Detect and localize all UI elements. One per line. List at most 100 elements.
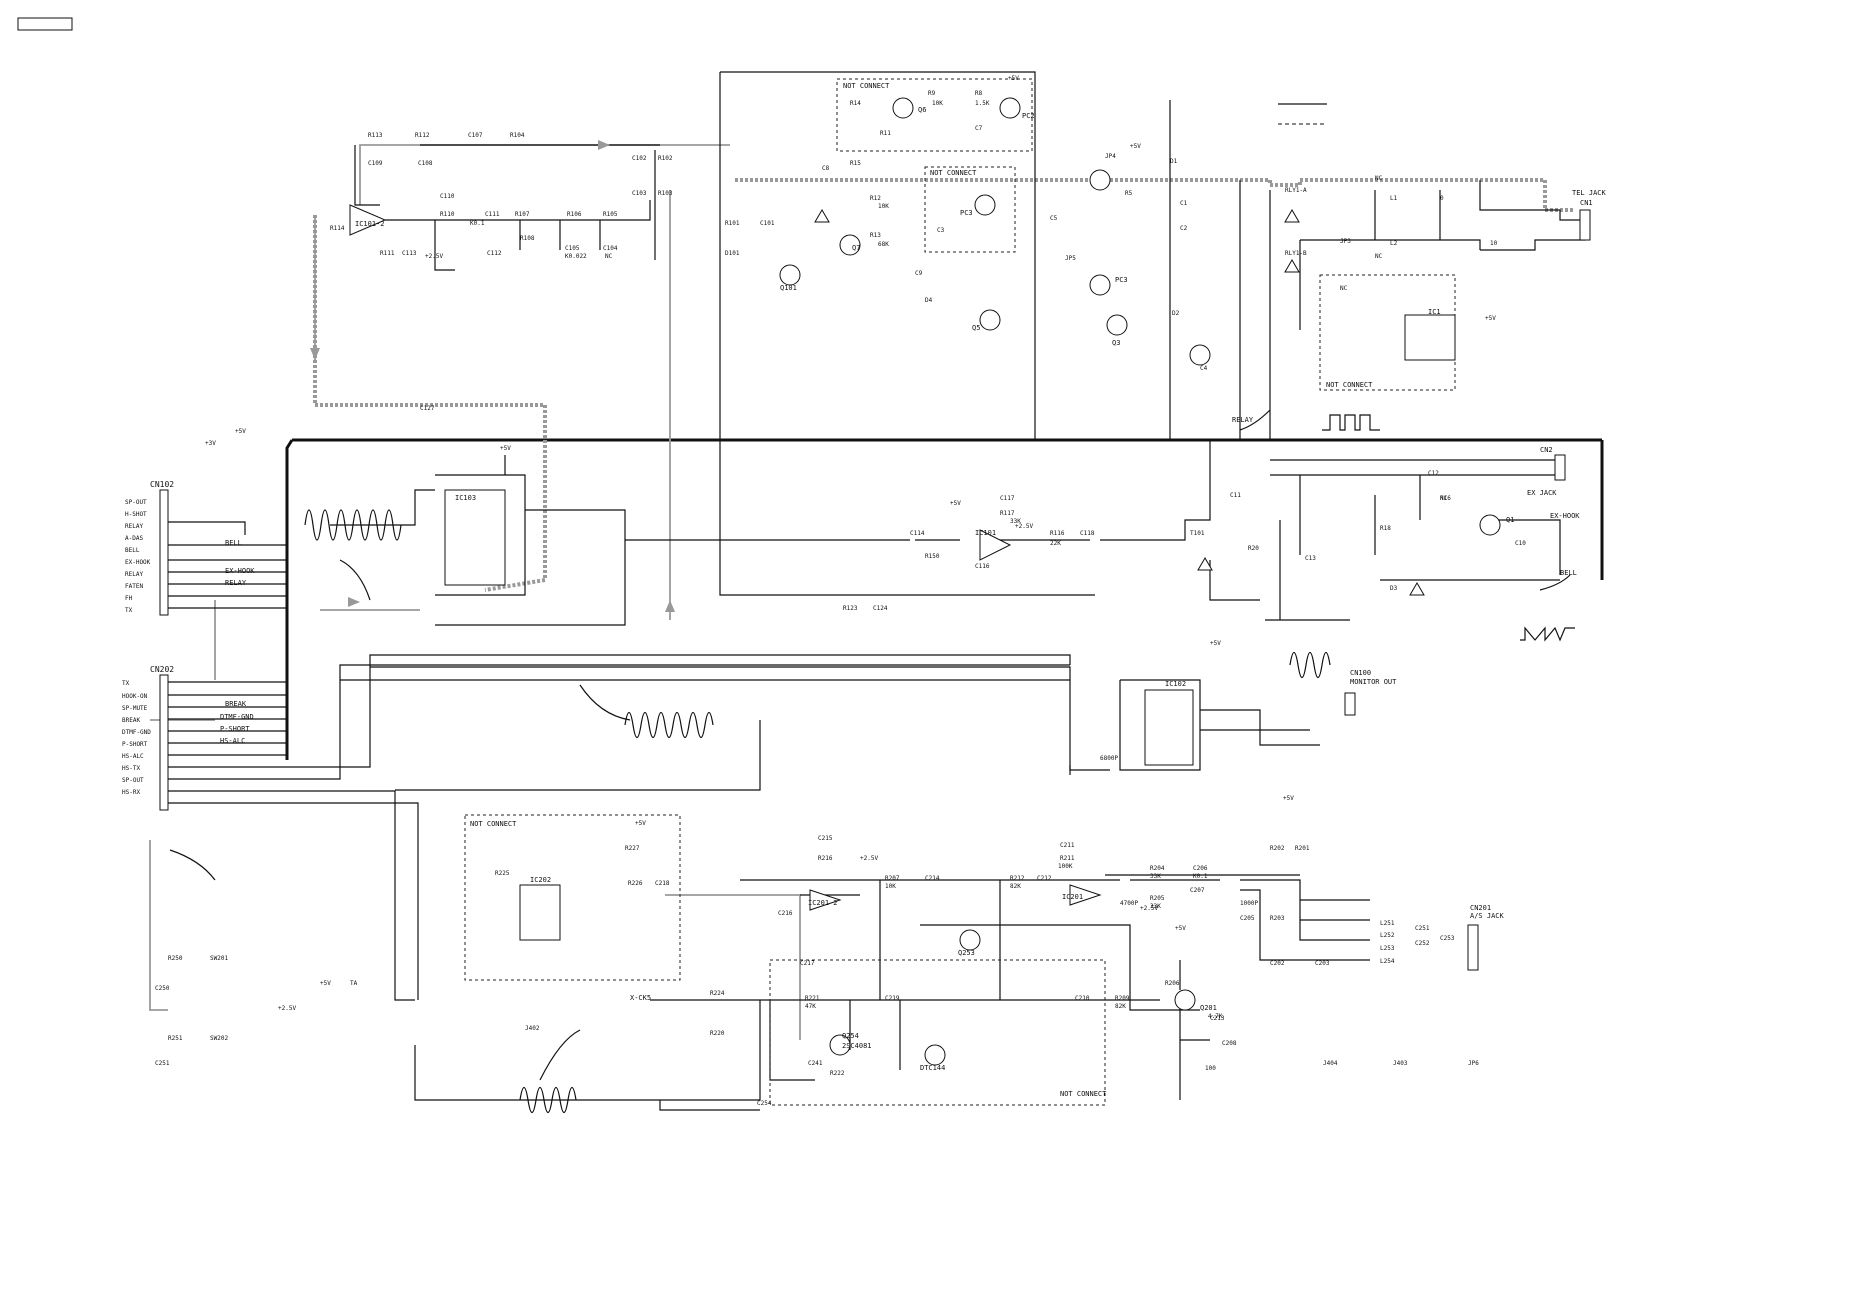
- cn202-connector: [159, 674, 169, 811]
- r250-label: R250: [168, 955, 183, 962]
- val-r209: 82K: [1115, 1003, 1126, 1010]
- r111-label: R111: [380, 250, 395, 257]
- val-jp1: 0: [1440, 195, 1444, 202]
- c124-label: C124: [873, 605, 888, 612]
- j404-label: J404: [1323, 1060, 1338, 1067]
- cn202-pin-10: HS-RX: [122, 789, 140, 796]
- cn102-pin-5: BELL: [125, 547, 140, 554]
- cn202-pin-2: HOOK-ON: [122, 693, 148, 700]
- net-bell-2: BELL: [1560, 569, 1577, 577]
- r227-label: R227: [625, 845, 640, 852]
- c210-label: C210: [1075, 995, 1090, 1002]
- q3-label: Q3: [1112, 339, 1120, 347]
- not-connect-label-2: NOT CONNECT: [930, 169, 977, 177]
- not-connect-label-5: NOT CONNECT: [1060, 1090, 1107, 1098]
- cn102-pin-4: A-DAS: [125, 535, 143, 542]
- c211-label: C211: [1060, 842, 1075, 849]
- c252-label: C252: [1415, 940, 1430, 947]
- r205-label: R205: [1150, 895, 1165, 902]
- val-r206c: 4.7K: [1208, 1013, 1223, 1020]
- val-r221: 47K: [805, 1003, 816, 1010]
- q101-label: Q101: [780, 284, 797, 292]
- r103-label: R103: [658, 190, 673, 197]
- net-bell: BELL: [225, 539, 242, 547]
- val-r8: 1.5K: [975, 100, 990, 107]
- c111-label: C111: [485, 211, 500, 218]
- net-break: BREAK: [225, 700, 247, 708]
- c2-label: C2: [1180, 225, 1188, 232]
- c13-label: C13: [1305, 555, 1316, 562]
- rail-25v-5: +2.5V: [278, 1005, 296, 1012]
- j402-label: J402: [525, 1025, 540, 1032]
- cn102-pin-10: TX: [125, 607, 133, 614]
- r114-label: R114: [330, 225, 345, 232]
- c101-label: C101: [760, 220, 775, 227]
- main-bus: [285, 438, 1604, 760]
- val-l2: NC: [1375, 253, 1383, 260]
- r211-label: R211: [1060, 855, 1075, 862]
- d3-label: D3: [1390, 585, 1398, 592]
- q201-label: Q201: [1200, 1004, 1217, 1012]
- c118-label: C118: [1080, 530, 1095, 537]
- c213-label: C213: [1210, 1015, 1225, 1022]
- val-r9: 10K: [932, 100, 943, 107]
- r209-label: R209: [1115, 995, 1130, 1002]
- c4-label: C4: [1200, 365, 1208, 372]
- r150-label: R150: [925, 553, 940, 560]
- l254-label: L254: [1380, 958, 1395, 965]
- c206-label: C206: [1193, 865, 1208, 872]
- r101-label: R101: [725, 220, 740, 227]
- sw202-label: SW202: [210, 1035, 228, 1042]
- val-c104: NC: [605, 253, 613, 260]
- signal-paths: [149, 144, 1575, 1040]
- net-ex-hook-2: EX-HOOK: [1550, 512, 1580, 520]
- c212-label: C212: [1037, 875, 1052, 882]
- ic-boxes: [349, 204, 1456, 941]
- r220-label: R220: [710, 1030, 725, 1037]
- r12-label: R12: [870, 195, 881, 202]
- c251-label: C251: [1415, 925, 1430, 932]
- c11-label: C11: [1230, 492, 1241, 499]
- r5-label: R5: [1125, 190, 1133, 197]
- r207-label: R207: [885, 875, 900, 882]
- c104-label: C104: [603, 245, 618, 252]
- rail-5v-10: +5V: [320, 980, 331, 987]
- rail-5v-5: +5V: [950, 500, 961, 507]
- cn202-pin-4: BREAK: [122, 717, 140, 724]
- cn202-pin-6: P-SHORT: [122, 741, 148, 748]
- val-r20: 10: [1490, 240, 1498, 247]
- val-c111: K0.1: [470, 220, 485, 227]
- r15-label: R15: [850, 160, 861, 167]
- cn202-label: CN202: [150, 665, 174, 674]
- tel-jack-connector: [1579, 209, 1591, 241]
- q254-part: 2SC4081: [842, 1042, 872, 1050]
- cn102-pin-7: RELAY: [125, 571, 143, 578]
- q254-label: Q254: [842, 1032, 859, 1040]
- l1-label: L1: [1390, 195, 1398, 202]
- net-relay-2: RELAY: [1232, 416, 1254, 424]
- c207-label: C207: [1190, 887, 1205, 894]
- l2-label: L2: [1390, 240, 1398, 247]
- ans-jack-connector: [1467, 924, 1479, 971]
- q7-label: Q7: [852, 244, 860, 252]
- r11-label: R11: [880, 130, 891, 137]
- r224-label: R224: [710, 990, 725, 997]
- ic201-label: IC201: [1062, 893, 1083, 901]
- c112-label: C112: [487, 250, 502, 257]
- rail-25v-1: +2.5V: [1015, 523, 1033, 530]
- r203-label: R203: [1270, 915, 1285, 922]
- val-c206: K0.1: [1193, 873, 1208, 880]
- cn1-label: CN1: [1580, 199, 1593, 207]
- signal-arrows: [169, 140, 1571, 1081]
- c5-label: C5: [1050, 215, 1058, 222]
- rail-25v-2: +2.5V: [860, 855, 878, 862]
- d4-label: D4: [925, 297, 933, 304]
- d1-label: D1: [1170, 158, 1178, 165]
- not-connect-label-1: NOT CONNECT: [843, 82, 890, 90]
- c218-label: C218: [655, 880, 670, 887]
- val-r212: 82K: [1010, 883, 1021, 890]
- cn201-label: CN201: [1470, 904, 1491, 912]
- rail-5v-6: +5V: [1210, 640, 1221, 647]
- arrow-head-2: [310, 348, 320, 360]
- q253-part: DTC144: [920, 1064, 945, 1072]
